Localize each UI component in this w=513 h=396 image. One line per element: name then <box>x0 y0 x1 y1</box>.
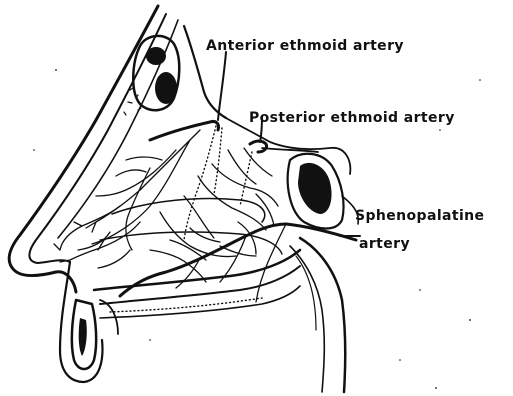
tooth-root <box>79 318 87 356</box>
frontal-sinus-cavity-upper <box>146 47 166 65</box>
frontal-sinus-cavity-lower <box>155 72 177 104</box>
anterior-ethmoid-artery-label: Anterior ethmoid artery <box>206 38 404 54</box>
ethmoid-vessel-stipple <box>184 126 252 240</box>
labels: Anterior ethmoid artery Posterior ethmoi… <box>206 38 484 252</box>
leader-lines <box>218 52 360 236</box>
leader-anterior-ethmoid <box>218 52 226 120</box>
frontal-sinus <box>124 36 179 115</box>
nasopharynx <box>290 238 345 392</box>
sphenopalatine-artery-label-line1: Sphenopalatine <box>355 208 484 224</box>
anterior-ethmoid-artery-vessel <box>150 121 219 140</box>
septal-vessel-network <box>54 130 278 282</box>
posterior-ethmoid-artery-vessel <box>250 141 267 152</box>
upper-lip-and-tooth <box>60 262 118 382</box>
sphenoid-sinus <box>288 154 359 229</box>
sphenoid-sinus-cavity <box>298 163 332 214</box>
posterior-ethmoid-artery-label: Posterior ethmoid artery <box>249 110 455 126</box>
sphenopalatine-artery-label-line2: artery <box>359 236 410 252</box>
sphenopalatine-artery-vessel <box>120 224 356 296</box>
